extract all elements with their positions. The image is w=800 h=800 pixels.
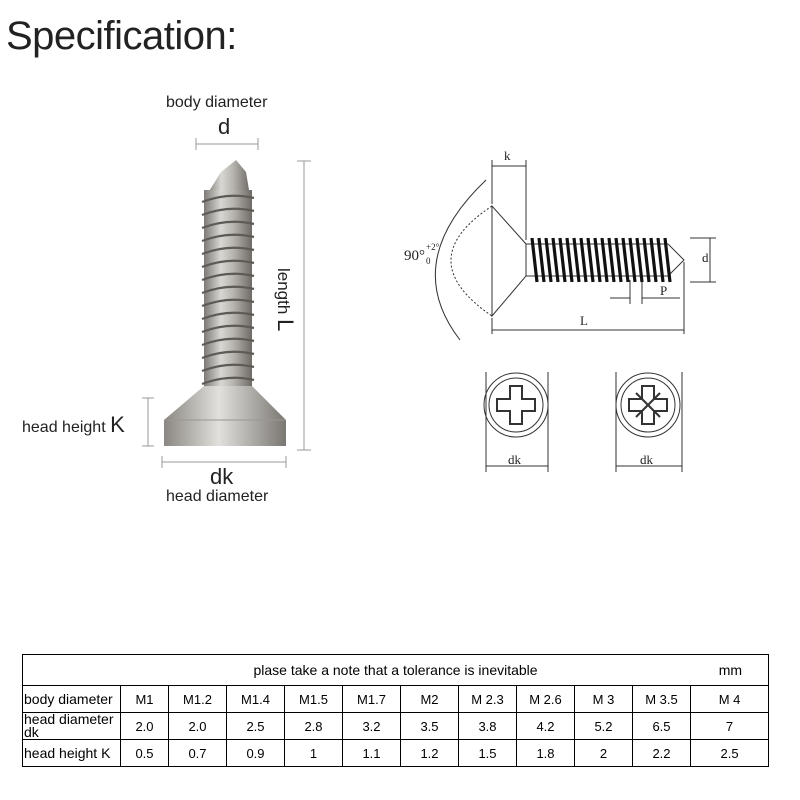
- table-note-cell: plase take a note that a tolerance is in…: [21, 654, 770, 686]
- table-cell: 4.2: [516, 712, 575, 740]
- head-height-label: head height K: [22, 412, 125, 437]
- d-dimension-label: d: [702, 250, 709, 266]
- table-cell: 2: [574, 739, 633, 767]
- dk-left-label: dk: [508, 452, 521, 467]
- table-cell: M1: [120, 685, 169, 713]
- table-cell: 0.5: [120, 739, 169, 767]
- page-title: Specification:: [6, 14, 237, 58]
- table-cell: 3.2: [342, 712, 401, 740]
- table-cell: M 3: [574, 685, 633, 713]
- table-cell: 3.5: [400, 712, 459, 740]
- table-cell: 0.9: [226, 739, 285, 767]
- table-cell: 0.7: [168, 739, 227, 767]
- table-cell: 5.2: [574, 712, 633, 740]
- table-cell: M 4: [689, 685, 770, 713]
- head-diameter-label: head diameter: [166, 488, 269, 505]
- table-cell: M2: [400, 685, 459, 713]
- length-label: length L: [273, 268, 298, 332]
- table-cell: 1.1: [342, 739, 401, 767]
- table-cell: M1.4: [226, 685, 285, 713]
- row-header: body diameter: [22, 685, 121, 713]
- unit-label: mm: [718, 662, 743, 678]
- table-cell: M1.7: [342, 685, 401, 713]
- row-header: head diameter dk: [22, 712, 121, 740]
- table-cell: 1: [284, 739, 343, 767]
- tolerance-note: plase take a note that a tolerance is in…: [253, 662, 538, 678]
- table-cell: 7: [689, 712, 770, 740]
- table-cell: M1.5: [284, 685, 343, 713]
- table-cell: 2.8: [284, 712, 343, 740]
- body-diameter-label: body diameter: [166, 94, 268, 111]
- table-cell: 1.2: [400, 739, 459, 767]
- angle-label: 90° +2° 0: [404, 242, 440, 266]
- table-cell: M 2.3: [458, 685, 517, 713]
- k-dimension-label: k: [504, 148, 511, 163]
- table-cell: M1.2: [168, 685, 227, 713]
- table-cell: 2.5: [226, 712, 285, 740]
- pitch-label: P: [660, 283, 668, 298]
- table-cell: 6.5: [632, 712, 691, 740]
- spec-table: plase take a note that a tolerance is in…: [21, 654, 770, 767]
- table-cell: M 3.5: [632, 685, 691, 713]
- table-note-row: plase take a note that a tolerance is in…: [21, 654, 770, 686]
- dk-right-label: dk: [640, 452, 653, 467]
- table-cell: 2.0: [168, 712, 227, 740]
- table-cell: 3.8: [458, 712, 517, 740]
- table-cell: 2.0: [120, 712, 169, 740]
- dk-label: dk: [210, 464, 234, 489]
- row-header: head height K: [22, 739, 121, 767]
- table-cell: 2.2: [632, 739, 691, 767]
- L-dimension-label: L: [580, 313, 588, 328]
- table-cell: 1.5: [458, 739, 517, 767]
- table-cell: 1.8: [516, 739, 575, 767]
- table-cell: 2.5: [689, 739, 770, 767]
- table-cell: M 2.6: [516, 685, 575, 713]
- d-label: d: [218, 114, 231, 139]
